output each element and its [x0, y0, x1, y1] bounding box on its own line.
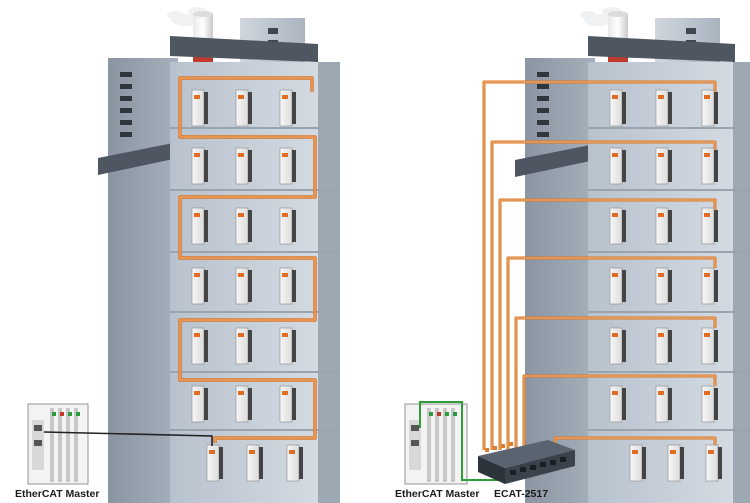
- io-module-icon: [286, 444, 303, 482]
- left-master-label: EtherCAT Master: [15, 488, 100, 500]
- chimney-smoke-icon: [580, 7, 622, 26]
- floor-lines: [170, 127, 340, 431]
- top-roof: [588, 36, 735, 62]
- io-module-icon: [701, 207, 718, 245]
- left-cable-highlight: [179, 77, 316, 443]
- left-roof-overhang: [98, 142, 178, 175]
- io-module-icon: [701, 267, 718, 305]
- io-module-icon: [629, 444, 646, 482]
- io-module-icon: [191, 89, 208, 127]
- io-module-icon: [655, 385, 672, 423]
- right-side-block: [525, 58, 595, 503]
- facade-right-edge: [733, 62, 750, 503]
- io-module-icon: [191, 147, 208, 185]
- io-module-icon: [655, 207, 672, 245]
- io-module-icon: [235, 89, 252, 127]
- right-ethercat-cable-highlights: [483, 81, 716, 450]
- right-plc-controller-icon: [404, 403, 468, 485]
- left-side-windows: [120, 72, 132, 137]
- right-ethernet-cable: [419, 401, 500, 481]
- ethernet-switch-icon: [478, 440, 575, 484]
- io-module-icon: [609, 207, 626, 245]
- io-module-icon: [279, 327, 296, 365]
- io-module-icon: [191, 267, 208, 305]
- right-side-windows: [537, 72, 549, 137]
- left-io-modules: [191, 89, 303, 482]
- io-module-icon: [609, 89, 626, 127]
- left-building: [98, 7, 340, 503]
- io-module-icon: [609, 385, 626, 423]
- io-module-icon: [701, 89, 718, 127]
- io-module-icon: [206, 444, 223, 482]
- io-module-icon: [701, 327, 718, 365]
- io-module-icon: [191, 207, 208, 245]
- io-module-icon: [246, 444, 263, 482]
- right-master-label: EtherCAT Master: [395, 488, 480, 500]
- io-module-icon: [609, 267, 626, 305]
- io-module-icon: [191, 385, 208, 423]
- io-module-icon: [235, 327, 252, 365]
- io-module-icon: [235, 267, 252, 305]
- io-module-icon: [279, 89, 296, 127]
- io-module-icon: [279, 147, 296, 185]
- io-module-icon: [279, 385, 296, 423]
- io-module-icon: [279, 207, 296, 245]
- switch-label: ECAT-2517: [494, 488, 549, 500]
- io-module-icon: [701, 385, 718, 423]
- io-module-icon: [655, 267, 672, 305]
- io-module-icon: [235, 207, 252, 245]
- io-module-icon: [609, 327, 626, 365]
- io-module-icon: [701, 147, 718, 185]
- floor-lines: [588, 127, 750, 431]
- left-side-block: [108, 58, 178, 503]
- right-roof-overhang: [515, 144, 595, 177]
- left-ethernet-cable: [43, 431, 213, 446]
- right-io-modules: [609, 89, 722, 482]
- io-module-icon: [235, 385, 252, 423]
- io-module-icon: [667, 444, 684, 482]
- io-module-icon: [279, 267, 296, 305]
- left-plc-controller-icon: [27, 403, 89, 485]
- io-module-icon: [705, 444, 722, 482]
- facade-right-edge: [318, 62, 340, 503]
- top-roof: [170, 36, 318, 62]
- io-module-icon: [655, 327, 672, 365]
- io-module-icon: [609, 147, 626, 185]
- io-module-icon: [191, 327, 208, 365]
- io-module-icon: [655, 89, 672, 127]
- io-module-icon: [235, 147, 252, 185]
- io-module-icon: [655, 147, 672, 185]
